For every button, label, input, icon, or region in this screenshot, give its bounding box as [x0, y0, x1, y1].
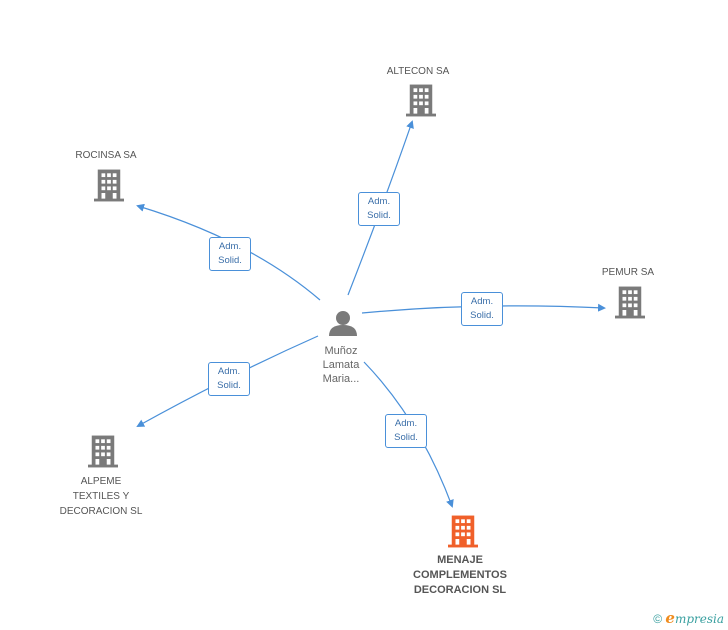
building-icon-alpeme[interactable] [88, 435, 118, 468]
edge-label-alpeme: Adm.Solid. [208, 362, 250, 396]
edge-label-altecon: Adm.Solid. [358, 192, 400, 226]
edge-label-menaje: Adm.Solid. [385, 414, 427, 448]
person-icon[interactable] [329, 311, 357, 336]
company-label-alpeme[interactable]: ALPEME TEXTILES Y DECORACION SL [59, 476, 143, 517]
copyright-symbol: © [653, 612, 663, 626]
building-icon-rocinsa[interactable] [94, 169, 124, 202]
building-icon-menaje[interactable] [448, 515, 478, 548]
building-icon-altecon[interactable] [406, 84, 436, 117]
empresia-logo: empresia [665, 609, 724, 627]
company-label-menaje[interactable]: MENAJE COMPLEMENTOS DECORACION SL [413, 554, 507, 596]
company-label-altecon[interactable]: ALTECON SA [386, 66, 450, 77]
company-label-pemur[interactable]: PEMUR SA [601, 267, 655, 278]
edge-label-pemur: Adm.Solid. [461, 292, 503, 326]
edge-label-rocinsa: Adm.Solid. [209, 237, 251, 271]
empresia-watermark: © empresia [653, 609, 724, 627]
company-label-rocinsa[interactable]: ROCINSA SA [75, 150, 137, 161]
person-name-label[interactable]: Muñoz Lamata Maria... [322, 345, 360, 385]
building-icon-pemur[interactable] [615, 286, 645, 319]
